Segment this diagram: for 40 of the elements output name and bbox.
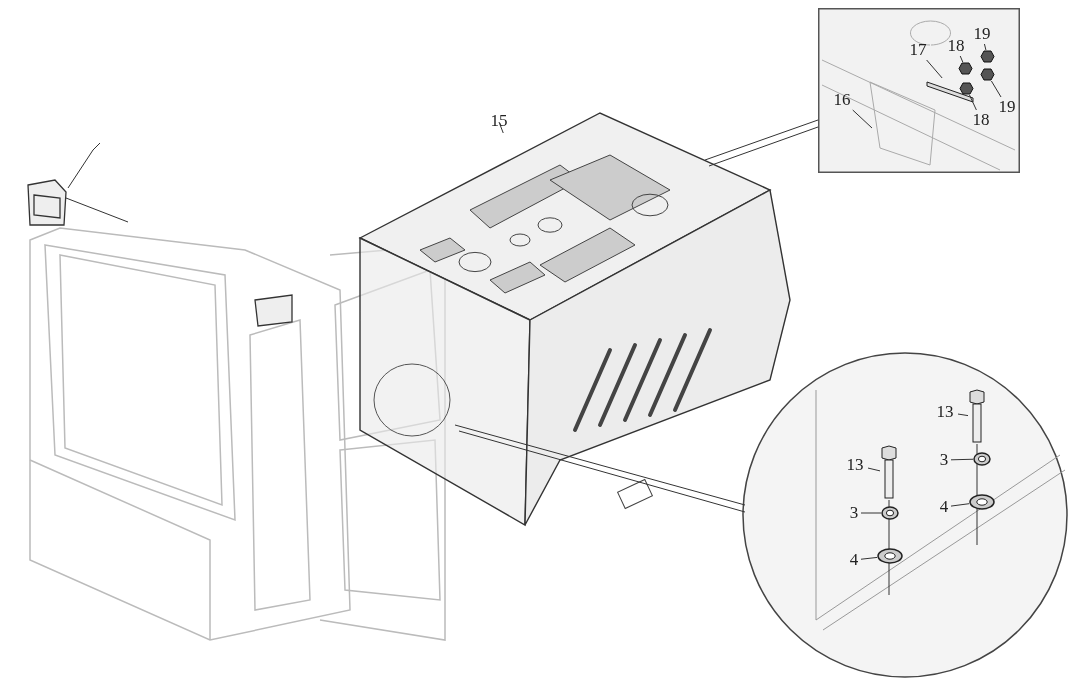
leader-line (860, 512, 882, 514)
leader-line (926, 59, 943, 79)
leader-line (950, 458, 974, 461)
detail-callout-line (454, 424, 746, 513)
callout-number: 18 (944, 36, 968, 56)
leader-line (959, 55, 964, 63)
bolt-drawing (880, 446, 898, 500)
detail-circle (742, 352, 1068, 678)
callout-number: 3 (937, 450, 951, 470)
leader-line (950, 503, 970, 507)
callout-number: 13 (842, 455, 868, 475)
callout-number: 13 (932, 402, 958, 422)
leader-line (852, 109, 873, 129)
callout-number: 17 (906, 40, 930, 60)
washer-drawing (877, 548, 903, 564)
nut-drawing (981, 68, 994, 81)
callout-number: 15 (486, 111, 512, 133)
leader-line (983, 43, 987, 51)
nut-drawing (981, 50, 994, 63)
callout-number: 4 (847, 550, 861, 570)
washer-drawing (881, 506, 899, 520)
callout-number: 4 (937, 497, 951, 517)
nut-drawing (960, 82, 973, 95)
leader-line (969, 94, 977, 111)
washer-drawing (969, 494, 995, 510)
callout-number: 16 (830, 90, 854, 110)
callout-number: 3 (847, 503, 861, 523)
detail-callout-line (704, 119, 819, 167)
callout-number: 19 (995, 97, 1019, 117)
bolt-drawing (968, 390, 986, 444)
inset-frame (818, 8, 1020, 173)
leader-line (990, 80, 1002, 98)
leader-line (498, 121, 504, 134)
callout-number: 19 (970, 24, 994, 44)
leader-line (957, 413, 969, 417)
leader-line (867, 467, 881, 472)
leader-line (860, 556, 878, 560)
washer-drawing (973, 452, 991, 466)
nut-drawing (959, 62, 972, 75)
callout-number: 18 (969, 110, 993, 130)
